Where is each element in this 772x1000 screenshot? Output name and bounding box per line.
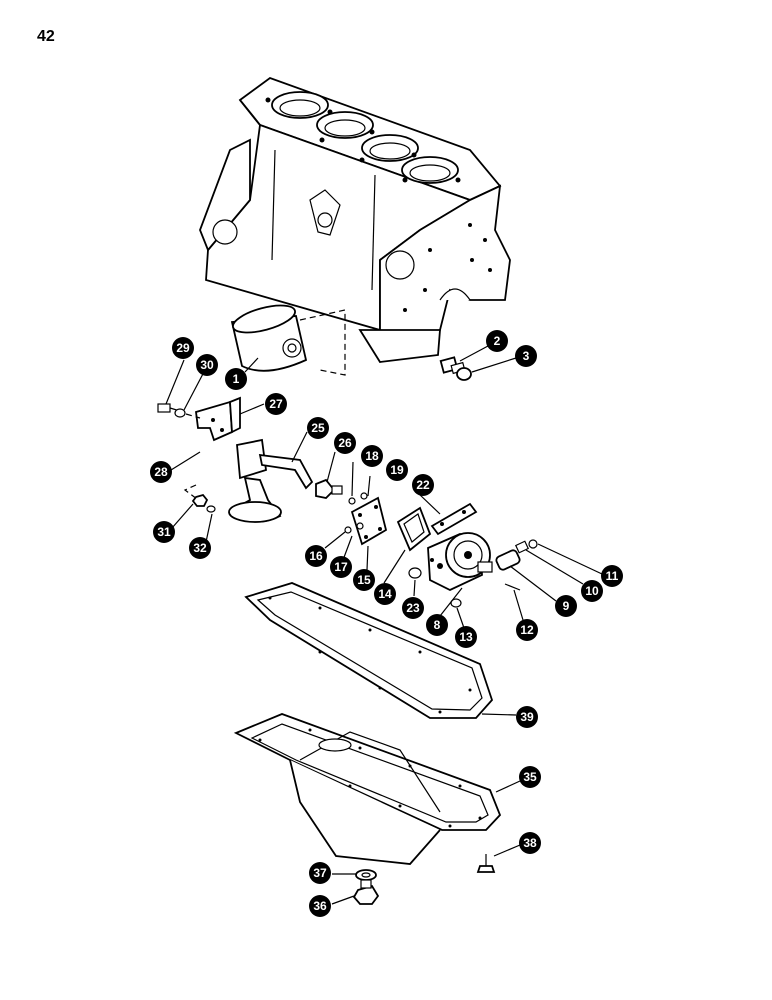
svg-text:10: 10 <box>585 584 599 598</box>
callout-38: 38 <box>519 832 541 854</box>
svg-text:17: 17 <box>334 560 348 574</box>
callout-11: 11 <box>601 565 623 587</box>
callout-26: 26 <box>334 432 356 454</box>
nut-and-washer <box>191 493 216 513</box>
page-number: 42 <box>37 28 55 45</box>
svg-text:37: 37 <box>313 866 327 880</box>
svg-text:19: 19 <box>390 463 404 477</box>
callout-22: 22 <box>412 474 434 496</box>
callout-15: 15 <box>353 569 375 591</box>
pump-cover <box>344 492 388 546</box>
pump-plate <box>430 502 478 536</box>
svg-text:28: 28 <box>154 465 168 479</box>
callout-2: 2 <box>486 330 508 352</box>
callout-19: 19 <box>386 459 408 481</box>
callout-18: 18 <box>361 445 383 467</box>
plug-and-washer <box>439 356 472 381</box>
callout-17: 17 <box>330 556 352 578</box>
svg-text:15: 15 <box>357 573 371 587</box>
mounting-bracket <box>195 396 241 442</box>
svg-text:2: 2 <box>494 334 501 348</box>
svg-text:35: 35 <box>523 770 537 784</box>
callout-14: 14 <box>374 583 396 605</box>
svg-text:39: 39 <box>520 710 534 724</box>
svg-text:23: 23 <box>406 601 420 615</box>
engine-block <box>199 76 511 363</box>
callout-28: 28 <box>150 461 172 483</box>
pump-gasket <box>396 506 432 552</box>
svg-text:13: 13 <box>459 630 473 644</box>
svg-text:18: 18 <box>365 449 379 463</box>
callouts: 1 2 3 8 9 10 11 12 13 14 15 16 17 18 19 … <box>150 330 623 917</box>
callout-29: 29 <box>172 337 194 359</box>
svg-text:16: 16 <box>309 549 323 563</box>
svg-text:9: 9 <box>563 599 570 613</box>
svg-text:36: 36 <box>313 899 327 913</box>
relief-valve-parts <box>408 539 538 608</box>
callout-13: 13 <box>455 626 477 648</box>
oil-pan <box>233 713 502 865</box>
callout-31: 31 <box>153 521 175 543</box>
svg-text:27: 27 <box>269 397 283 411</box>
svg-text:8: 8 <box>434 618 441 632</box>
callout-3: 3 <box>515 345 537 367</box>
callout-9: 9 <box>555 595 577 617</box>
oil-pickup-tube <box>183 438 314 523</box>
oil-filter <box>230 304 346 376</box>
svg-text:12: 12 <box>520 623 534 637</box>
leader-lines <box>165 345 603 905</box>
svg-text:14: 14 <box>378 587 392 601</box>
callout-1: 1 <box>225 368 247 390</box>
callout-30: 30 <box>196 354 218 376</box>
callout-8: 8 <box>426 614 448 636</box>
svg-text:3: 3 <box>523 349 530 363</box>
svg-text:29: 29 <box>176 341 190 355</box>
svg-text:26: 26 <box>338 436 352 450</box>
oil-pan-gasket <box>244 582 494 719</box>
callout-25: 25 <box>307 417 329 439</box>
callout-35: 35 <box>519 766 541 788</box>
callout-32: 32 <box>189 537 211 559</box>
callout-12: 12 <box>516 619 538 641</box>
callout-10: 10 <box>581 580 603 602</box>
callout-36: 36 <box>309 895 331 917</box>
svg-text:32: 32 <box>193 541 207 555</box>
callout-27: 27 <box>265 393 287 415</box>
bolt-and-washer <box>157 403 201 419</box>
svg-text:1: 1 <box>233 372 240 386</box>
svg-text:25: 25 <box>311 421 325 435</box>
tube-fitting <box>315 478 343 499</box>
callout-23: 23 <box>402 597 424 619</box>
callout-16: 16 <box>305 545 327 567</box>
callout-37: 37 <box>309 862 331 884</box>
svg-text:22: 22 <box>416 478 430 492</box>
svg-text:30: 30 <box>200 358 214 372</box>
svg-text:31: 31 <box>157 525 171 539</box>
drain-plug-and-washer <box>352 869 380 905</box>
oil-pump <box>427 532 493 591</box>
callout-39: 39 <box>516 706 538 728</box>
svg-text:38: 38 <box>523 836 537 850</box>
svg-text:11: 11 <box>606 569 619 583</box>
oil-pan-bolt <box>476 854 496 873</box>
